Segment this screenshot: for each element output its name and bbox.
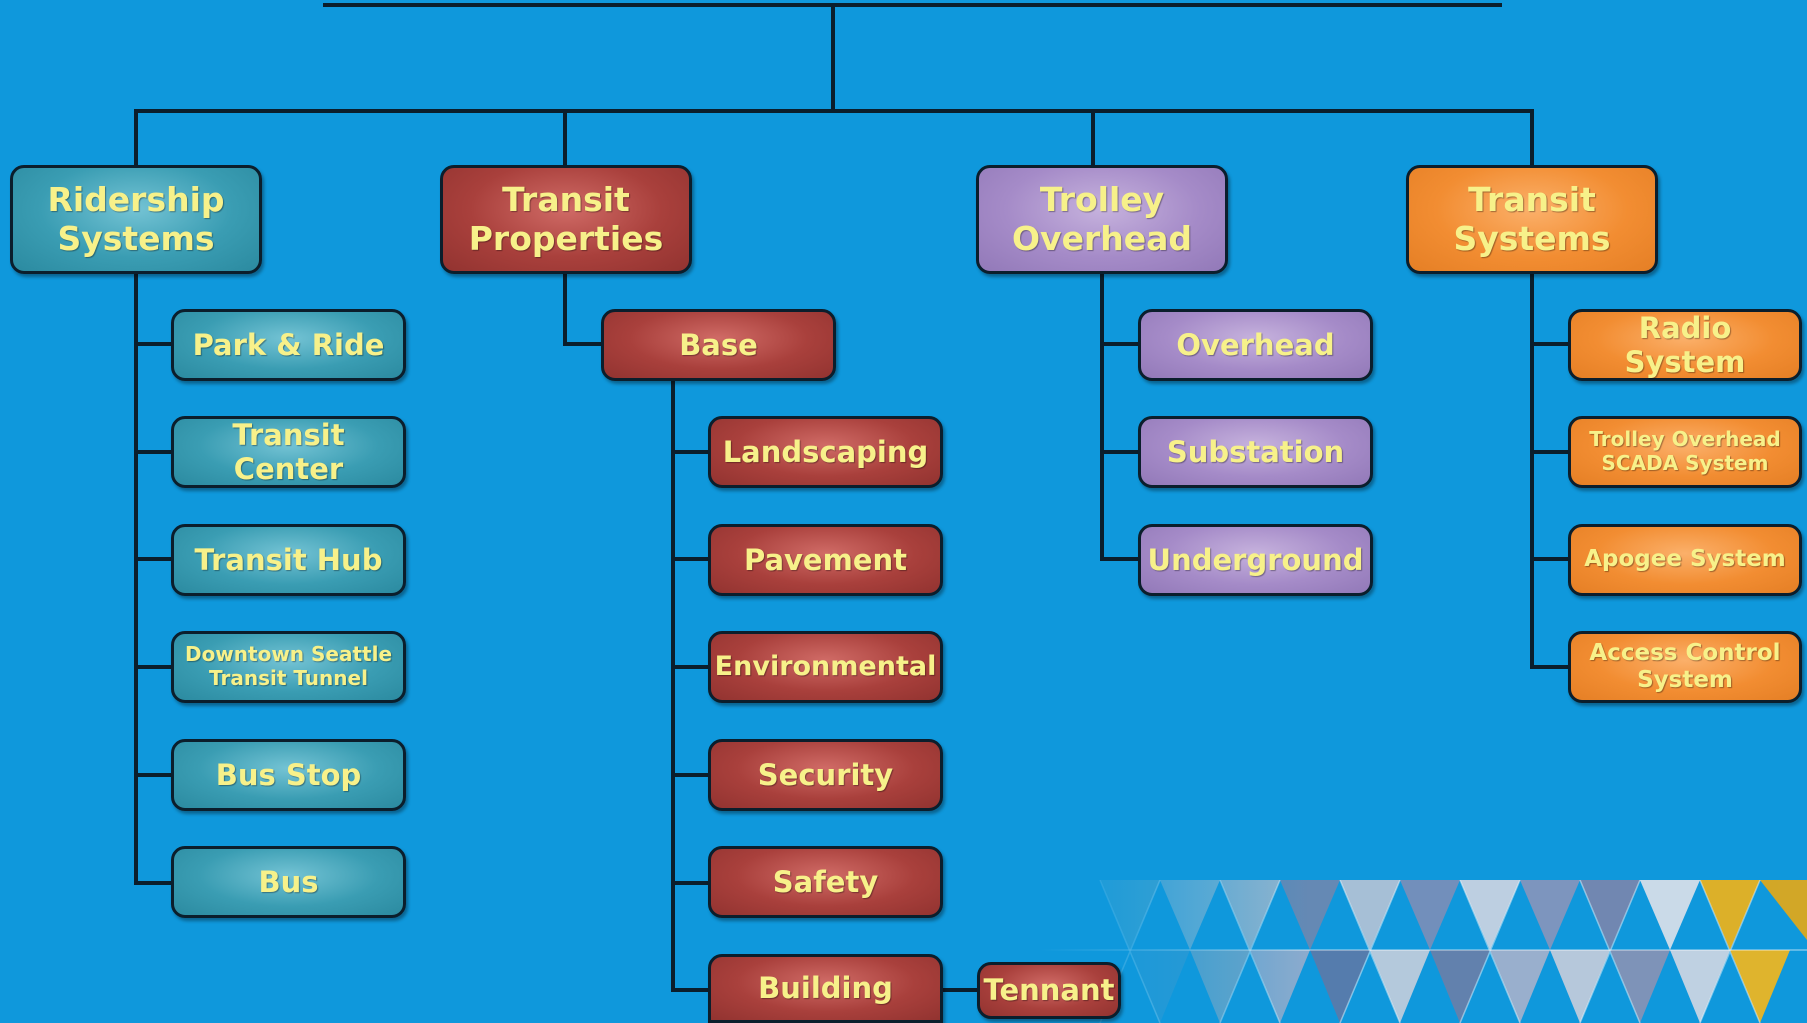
spine-properties-top [563, 270, 604, 346]
node-overhead: Overhead [1138, 309, 1373, 381]
node-bus-stop: Bus Stop [171, 739, 406, 811]
node-apogee-system: Apogee System [1568, 524, 1802, 596]
node-pavement: Pavement [708, 524, 943, 596]
node-ridership-systems: Ridership Systems [10, 165, 262, 274]
node-substation: Substation [1138, 416, 1373, 488]
node-radio-system: Radio System [1568, 309, 1802, 381]
node-access-control-system: Access Control System [1568, 631, 1802, 703]
node-trolley-overhead: Trolley Overhead [976, 165, 1228, 274]
node-downtown-seattle-transit-tunnel: Downtown Seattle Transit Tunnel [171, 631, 406, 703]
node-bus: Bus [171, 846, 406, 918]
node-landscaping: Landscaping [708, 416, 943, 488]
node-park-and-ride: Park & Ride [171, 309, 406, 381]
node-security: Security [708, 739, 943, 811]
node-environmental: Environmental [708, 631, 943, 703]
node-transit-center: Transit Center [171, 416, 406, 488]
node-safety: Safety [708, 846, 943, 918]
node-building: Building [708, 954, 943, 1023]
decorative-triangle-pattern [1040, 880, 1807, 1023]
node-transit-properties: Transit Properties [440, 165, 692, 274]
node-base: Base [601, 309, 836, 381]
node-underground: Underground [1138, 524, 1373, 596]
node-transit-hub: Transit Hub [171, 524, 406, 596]
node-trolley-overhead-scada-system: Trolley Overhead SCADA System [1568, 416, 1802, 488]
node-transit-systems: Transit Systems [1406, 165, 1658, 274]
node-tennant: Tennant [977, 962, 1121, 1019]
